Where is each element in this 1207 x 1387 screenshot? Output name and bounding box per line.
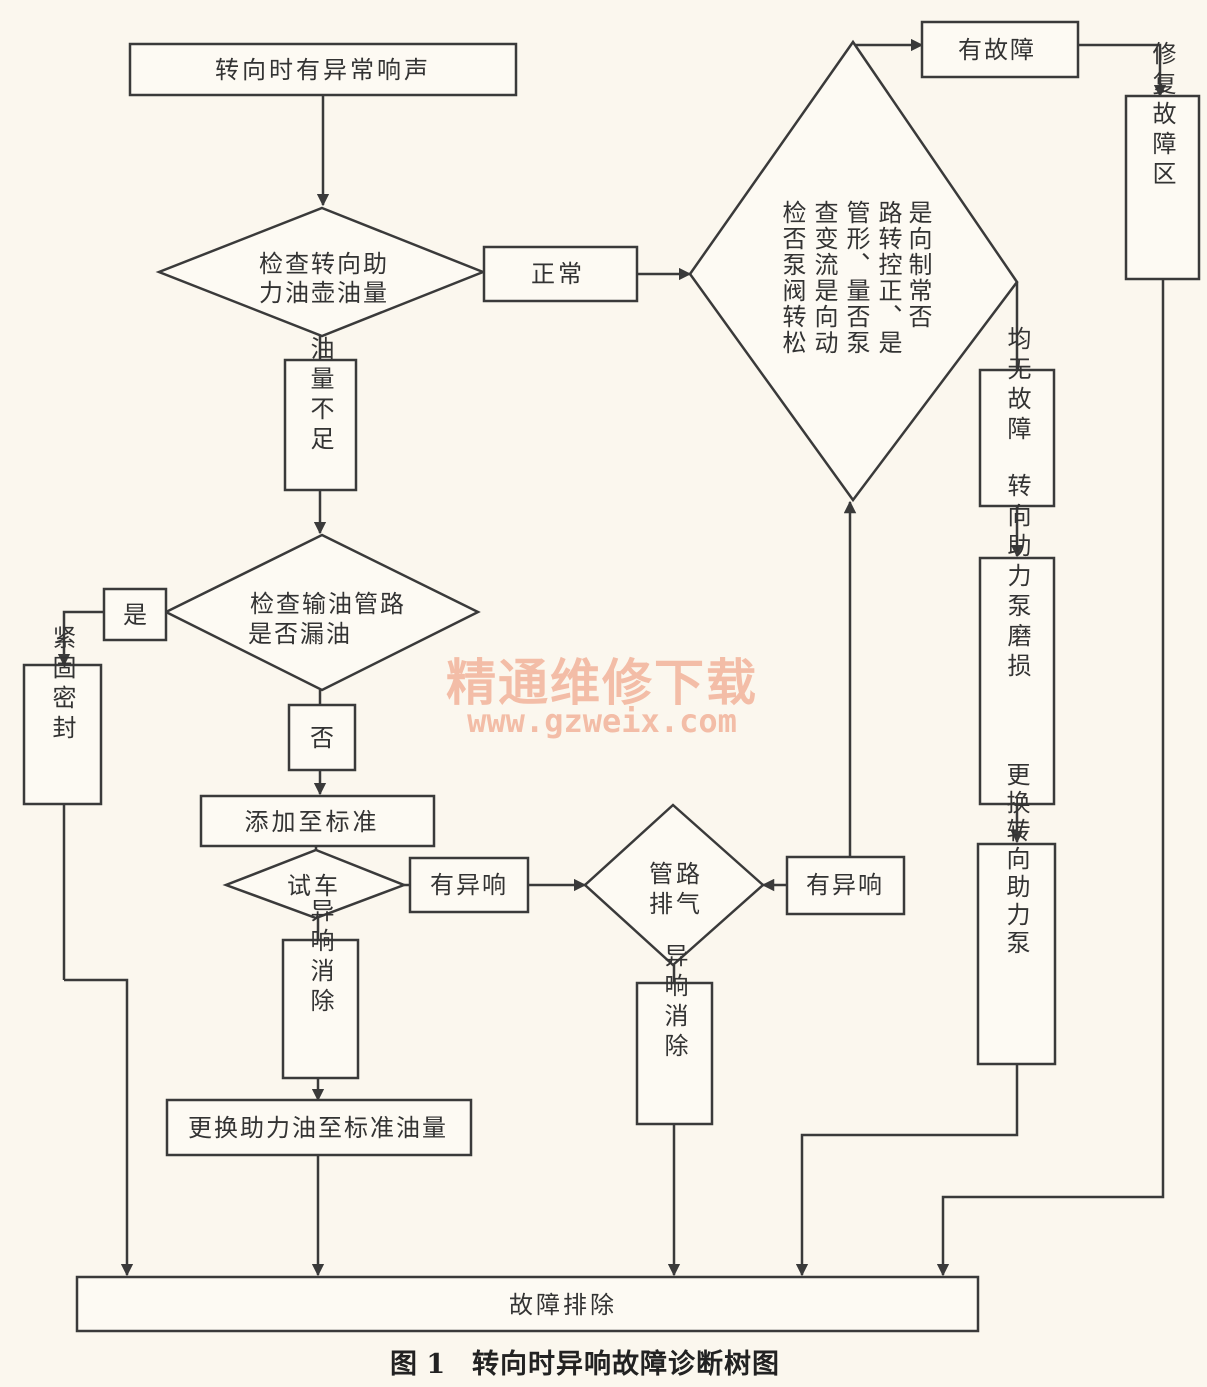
node-test-drive: 试车: [222, 848, 408, 920]
connector-tighten-to-resolved: [64, 978, 134, 1277]
node-resolved-label: 故障排除: [509, 1291, 617, 1319]
node-big-check: 是向制常否 路转控正、是 管形、量否泵 查变流是向动 检否泵阀转松: [688, 39, 1019, 503]
node-no-label: 否: [310, 724, 334, 752]
figure-caption: 图 1 转向时异响故障诊断树图: [390, 1348, 780, 1380]
node-fault-found: 有故障: [920, 20, 1080, 79]
node-repair-label: 修复故障区: [1148, 41, 1176, 191]
node-noise-2: 有异响: [785, 855, 906, 916]
node-resolved: 故障排除: [75, 1275, 980, 1333]
node-noise-1: 有异响: [408, 856, 530, 914]
node-noise-gone-1-label: 异响消除: [306, 898, 334, 1018]
big-check-col1: 是向制常否: [904, 200, 932, 330]
node-all-ok: 均无故障: [978, 326, 1056, 508]
watermark-line1: 精通维修下载: [446, 654, 758, 712]
node-yes-label: 是: [123, 601, 147, 629]
node-replace-fluid: 更换助力油至标准油量: [165, 1098, 473, 1157]
node-add-fluid: 添加至标准: [199, 794, 436, 848]
caption-prefix: 图 1: [390, 1349, 445, 1380]
big-check-col4: 查变流是向动: [810, 200, 838, 356]
node-yes: 是: [102, 587, 168, 642]
bleed-line1: 管路: [649, 860, 703, 888]
big-check-col5: 检否泵阀转松: [778, 200, 806, 356]
node-noise-1-label: 有异响: [430, 871, 508, 899]
node-insufficient: 油量不足: [283, 336, 358, 492]
watermark-line2: www.gzweix.com: [467, 702, 737, 740]
check-fluid-line2: 力油壶油量: [259, 279, 389, 307]
node-bleed: 管路 排气: [583, 803, 765, 967]
node-all-ok-label: 均无故障: [1003, 326, 1031, 446]
bleed-line2: 排气: [649, 890, 703, 918]
connectors: [57, 38, 1167, 1277]
node-noise-2-label: 有异响: [806, 871, 884, 899]
check-lines-line1: 检查输油管路: [250, 590, 406, 618]
node-start-label: 转向时有异常响声: [215, 56, 431, 84]
node-replace-pump-label: 更换转向助力泵: [1002, 762, 1030, 958]
node-tighten: 紧固密封: [22, 625, 103, 806]
node-check-fluid: 检查转向助 力油壶油量: [155, 206, 487, 338]
connector-bigcheck-to-fault: [851, 38, 924, 52]
big-check-col3: 管形、量否泵: [842, 200, 870, 356]
node-noise-gone-2: 异响消除: [635, 943, 714, 1126]
node-no: 否: [287, 703, 357, 772]
connector-yes-to-tighten: [57, 610, 104, 667]
caption-title: 转向时异响故障诊断树图: [472, 1348, 780, 1380]
node-replace-fluid-label: 更换助力油至标准油量: [188, 1114, 448, 1142]
node-replace-pump: 更换转向助力泵: [976, 762, 1057, 1066]
node-start: 转向时有异常响声: [128, 42, 518, 97]
node-fault-found-label: 有故障: [958, 36, 1036, 64]
node-normal-label: 正常: [531, 260, 585, 288]
node-check-lines: 检查输油管路 是否漏油: [163, 533, 481, 692]
connector-fault-to-repair: [1078, 43, 1167, 98]
node-test-drive-label: 试车: [287, 872, 341, 900]
big-check-col2: 路转控正、是: [874, 200, 902, 356]
check-fluid-line1: 检查转向助: [259, 250, 389, 278]
node-repair: 修复故障区: [1124, 41, 1201, 281]
node-pump-worn-label: 转向助力泵磨损: [1003, 473, 1031, 683]
node-noise-gone-1: 异响消除: [281, 898, 360, 1080]
connector-replacepump-to-resolved: [795, 1064, 1019, 1277]
node-noise-gone-2-label: 异响消除: [660, 943, 688, 1063]
node-pump-worn: 转向助力泵磨损: [978, 473, 1056, 806]
check-lines-line2: 是否漏油: [248, 620, 352, 648]
node-insufficient-label: 油量不足: [306, 336, 334, 456]
node-tighten-label: 紧固密封: [48, 625, 76, 745]
node-add-fluid-label: 添加至标准: [245, 808, 380, 836]
watermark: 精通维修下载 www.gzweix.com: [446, 654, 758, 740]
node-normal: 正常: [482, 245, 639, 303]
connector-repair-to-resolved: [936, 279, 1165, 1277]
